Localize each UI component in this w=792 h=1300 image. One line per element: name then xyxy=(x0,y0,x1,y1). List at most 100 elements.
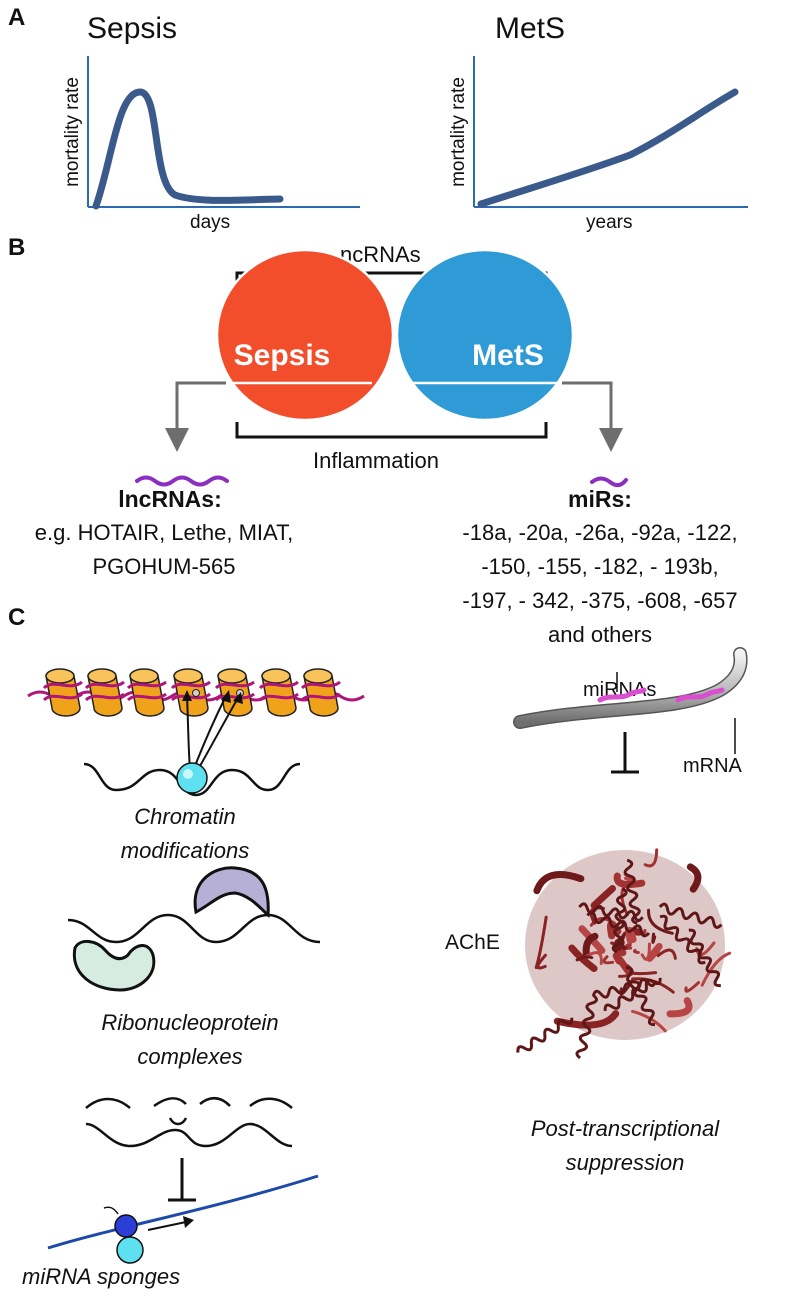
mirnas-label: miRNAs xyxy=(583,679,657,701)
nucleosome xyxy=(300,668,341,717)
posttrans-label-1: Post-transcriptional xyxy=(530,1116,720,1141)
ache-ribbon xyxy=(575,955,594,962)
lncrnas-heading: lncRNAs: xyxy=(118,486,222,512)
venn-sepsis-label: Sepsis xyxy=(234,339,331,372)
right-arrow-head xyxy=(599,428,623,452)
venn-mets-label: MetS xyxy=(472,339,544,372)
arrow-1-head xyxy=(182,690,192,701)
nucleosome xyxy=(84,668,125,717)
ache-ribbon xyxy=(656,948,677,960)
cyan-ball-highlight xyxy=(183,769,193,779)
ache-ribbon xyxy=(602,955,615,965)
ache-ribbon xyxy=(578,925,606,954)
sepsis-y-label: mortality rate xyxy=(62,77,83,187)
lncrnas-line-2: PGOHUM-565 xyxy=(92,554,236,579)
ache-helix xyxy=(658,902,723,929)
sepsis-ellipse xyxy=(217,250,393,420)
sepsis-chart: mortality rate xyxy=(62,56,360,210)
mets-ellipse xyxy=(397,250,573,420)
mirna-1 xyxy=(597,687,647,703)
ache-helix xyxy=(659,914,706,965)
rnp-protein-purple xyxy=(193,866,270,919)
ache-helix xyxy=(578,902,644,923)
sponge-notch xyxy=(168,1117,188,1126)
ache-ribbon xyxy=(533,871,585,895)
mets-chart: mortality rate xyxy=(448,56,748,208)
ache-ribbon xyxy=(640,942,651,961)
ache-ribbon xyxy=(643,848,659,868)
cyan-ball-chromatin xyxy=(176,762,208,794)
nucleosome xyxy=(170,668,211,717)
ache-ribbon xyxy=(619,931,627,943)
mirs-line-3: -197, - 342, -375, -608, -657 xyxy=(462,588,738,613)
inflammation-bracket xyxy=(235,422,548,439)
arrow-3 xyxy=(195,697,239,774)
sponge-arc-3 xyxy=(199,1097,231,1107)
nucleosome xyxy=(126,668,167,717)
mirna-sponges-label: miRNA sponges xyxy=(22,1264,181,1289)
sponge-wave xyxy=(85,1097,293,1148)
ribonucleo-label-2: complexes xyxy=(137,1044,243,1069)
ache-helix xyxy=(516,1017,574,1053)
lncrna-squiggle xyxy=(135,475,229,487)
ache-ribbon xyxy=(612,952,632,976)
ache-helix xyxy=(586,911,651,938)
ache-helix xyxy=(623,858,641,925)
venn-diagram: Sepsis MetS xyxy=(215,248,575,422)
nucleosome xyxy=(214,668,255,717)
rnp-wave xyxy=(67,913,321,944)
ache-ribbon xyxy=(666,997,693,1018)
ache-label: AChE xyxy=(445,931,500,954)
ncrnas-label: ncRNAs xyxy=(340,242,421,267)
translation-arrow-head xyxy=(183,1216,194,1228)
chromatin-fiber xyxy=(27,668,365,717)
mets-curve xyxy=(477,88,739,208)
chromatin-label-1: Chromatin xyxy=(134,804,236,829)
nucleosome xyxy=(42,668,83,717)
inflammation-label: Inflammation xyxy=(313,448,439,473)
ache-ribbon xyxy=(534,915,548,970)
ache-ribbon xyxy=(583,951,603,966)
ache-ribbon xyxy=(632,948,640,954)
panel-c-label: C xyxy=(8,604,26,631)
sepsis-curve xyxy=(92,88,284,210)
ribosome-tail xyxy=(103,1206,119,1215)
sepsis-outline xyxy=(215,248,395,422)
ribosome-small xyxy=(114,1214,138,1238)
mets-y-label: mortality rate xyxy=(448,77,469,187)
mrna-tube xyxy=(513,647,748,729)
mets-outline xyxy=(395,248,575,422)
right-arrow-line xyxy=(562,381,613,432)
arrow-3-head xyxy=(233,692,243,704)
ache-helix xyxy=(603,977,662,1011)
ache-ribbon xyxy=(582,932,599,959)
left-arrow-head xyxy=(165,428,189,452)
sponge-mrna-line xyxy=(47,1174,319,1250)
mirs-line-4: and others xyxy=(548,622,652,647)
sponge-arc-2 xyxy=(153,1097,187,1108)
arrow-2-head xyxy=(221,690,231,703)
ache-ribbon xyxy=(622,945,628,951)
ache-protein xyxy=(516,848,732,1060)
mrna-tube-fill xyxy=(514,648,747,728)
arrow-2 xyxy=(192,695,227,772)
ache-helix xyxy=(611,887,628,954)
mir-squiggle xyxy=(590,476,628,487)
sponge-arc-1 xyxy=(85,1097,131,1109)
sepsis-x-label: days xyxy=(190,212,231,233)
sponge-lower-wave xyxy=(85,1122,293,1148)
mets-chart-title: MetS xyxy=(495,12,566,45)
posttrans-label-2: suppression xyxy=(565,1150,685,1175)
mets-x-label: years xyxy=(586,212,633,233)
rnp-protein-green xyxy=(72,940,156,992)
mirna-2 xyxy=(675,687,725,703)
ache-ribbon xyxy=(651,932,657,944)
mirs-line-1: -18a, -20a, -26a, -92a, -122, xyxy=(462,520,738,545)
nucleosome xyxy=(258,668,299,717)
lncrna-chromatin-wave xyxy=(83,762,301,797)
ribonucleo-label-1: Ribonucleoprotein xyxy=(101,1010,279,1035)
ache-ribbon xyxy=(684,981,701,993)
ache-ribbon xyxy=(590,885,616,909)
ache-ribbon xyxy=(647,908,674,935)
